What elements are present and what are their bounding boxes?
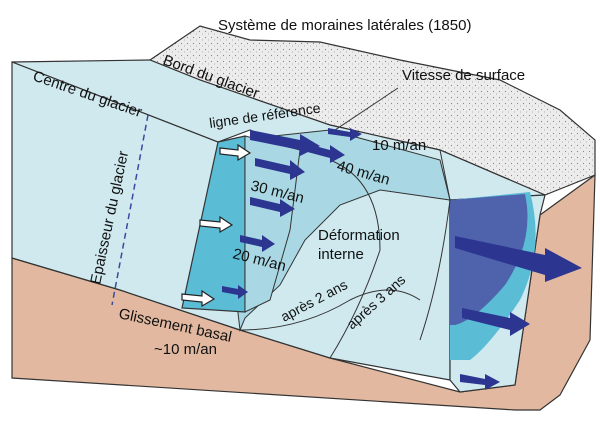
thickness-line [111,114,149,306]
white-arrows [181,143,252,308]
deformation-lines [239,149,451,359]
label-glissement-2: ~10 m/an [154,341,217,358]
leader-line [334,87,399,131]
blue-arrows [222,128,582,390]
label-deformation-1: Déformation [318,227,400,244]
label-v10: 10 m/an [372,137,426,154]
label-deformation-2: interne [318,246,364,263]
label-vitesse: Vitesse de surface [402,67,525,84]
label-moraines: Système de moraines latérales (1850) [218,17,471,34]
reference-slab [181,135,301,313]
